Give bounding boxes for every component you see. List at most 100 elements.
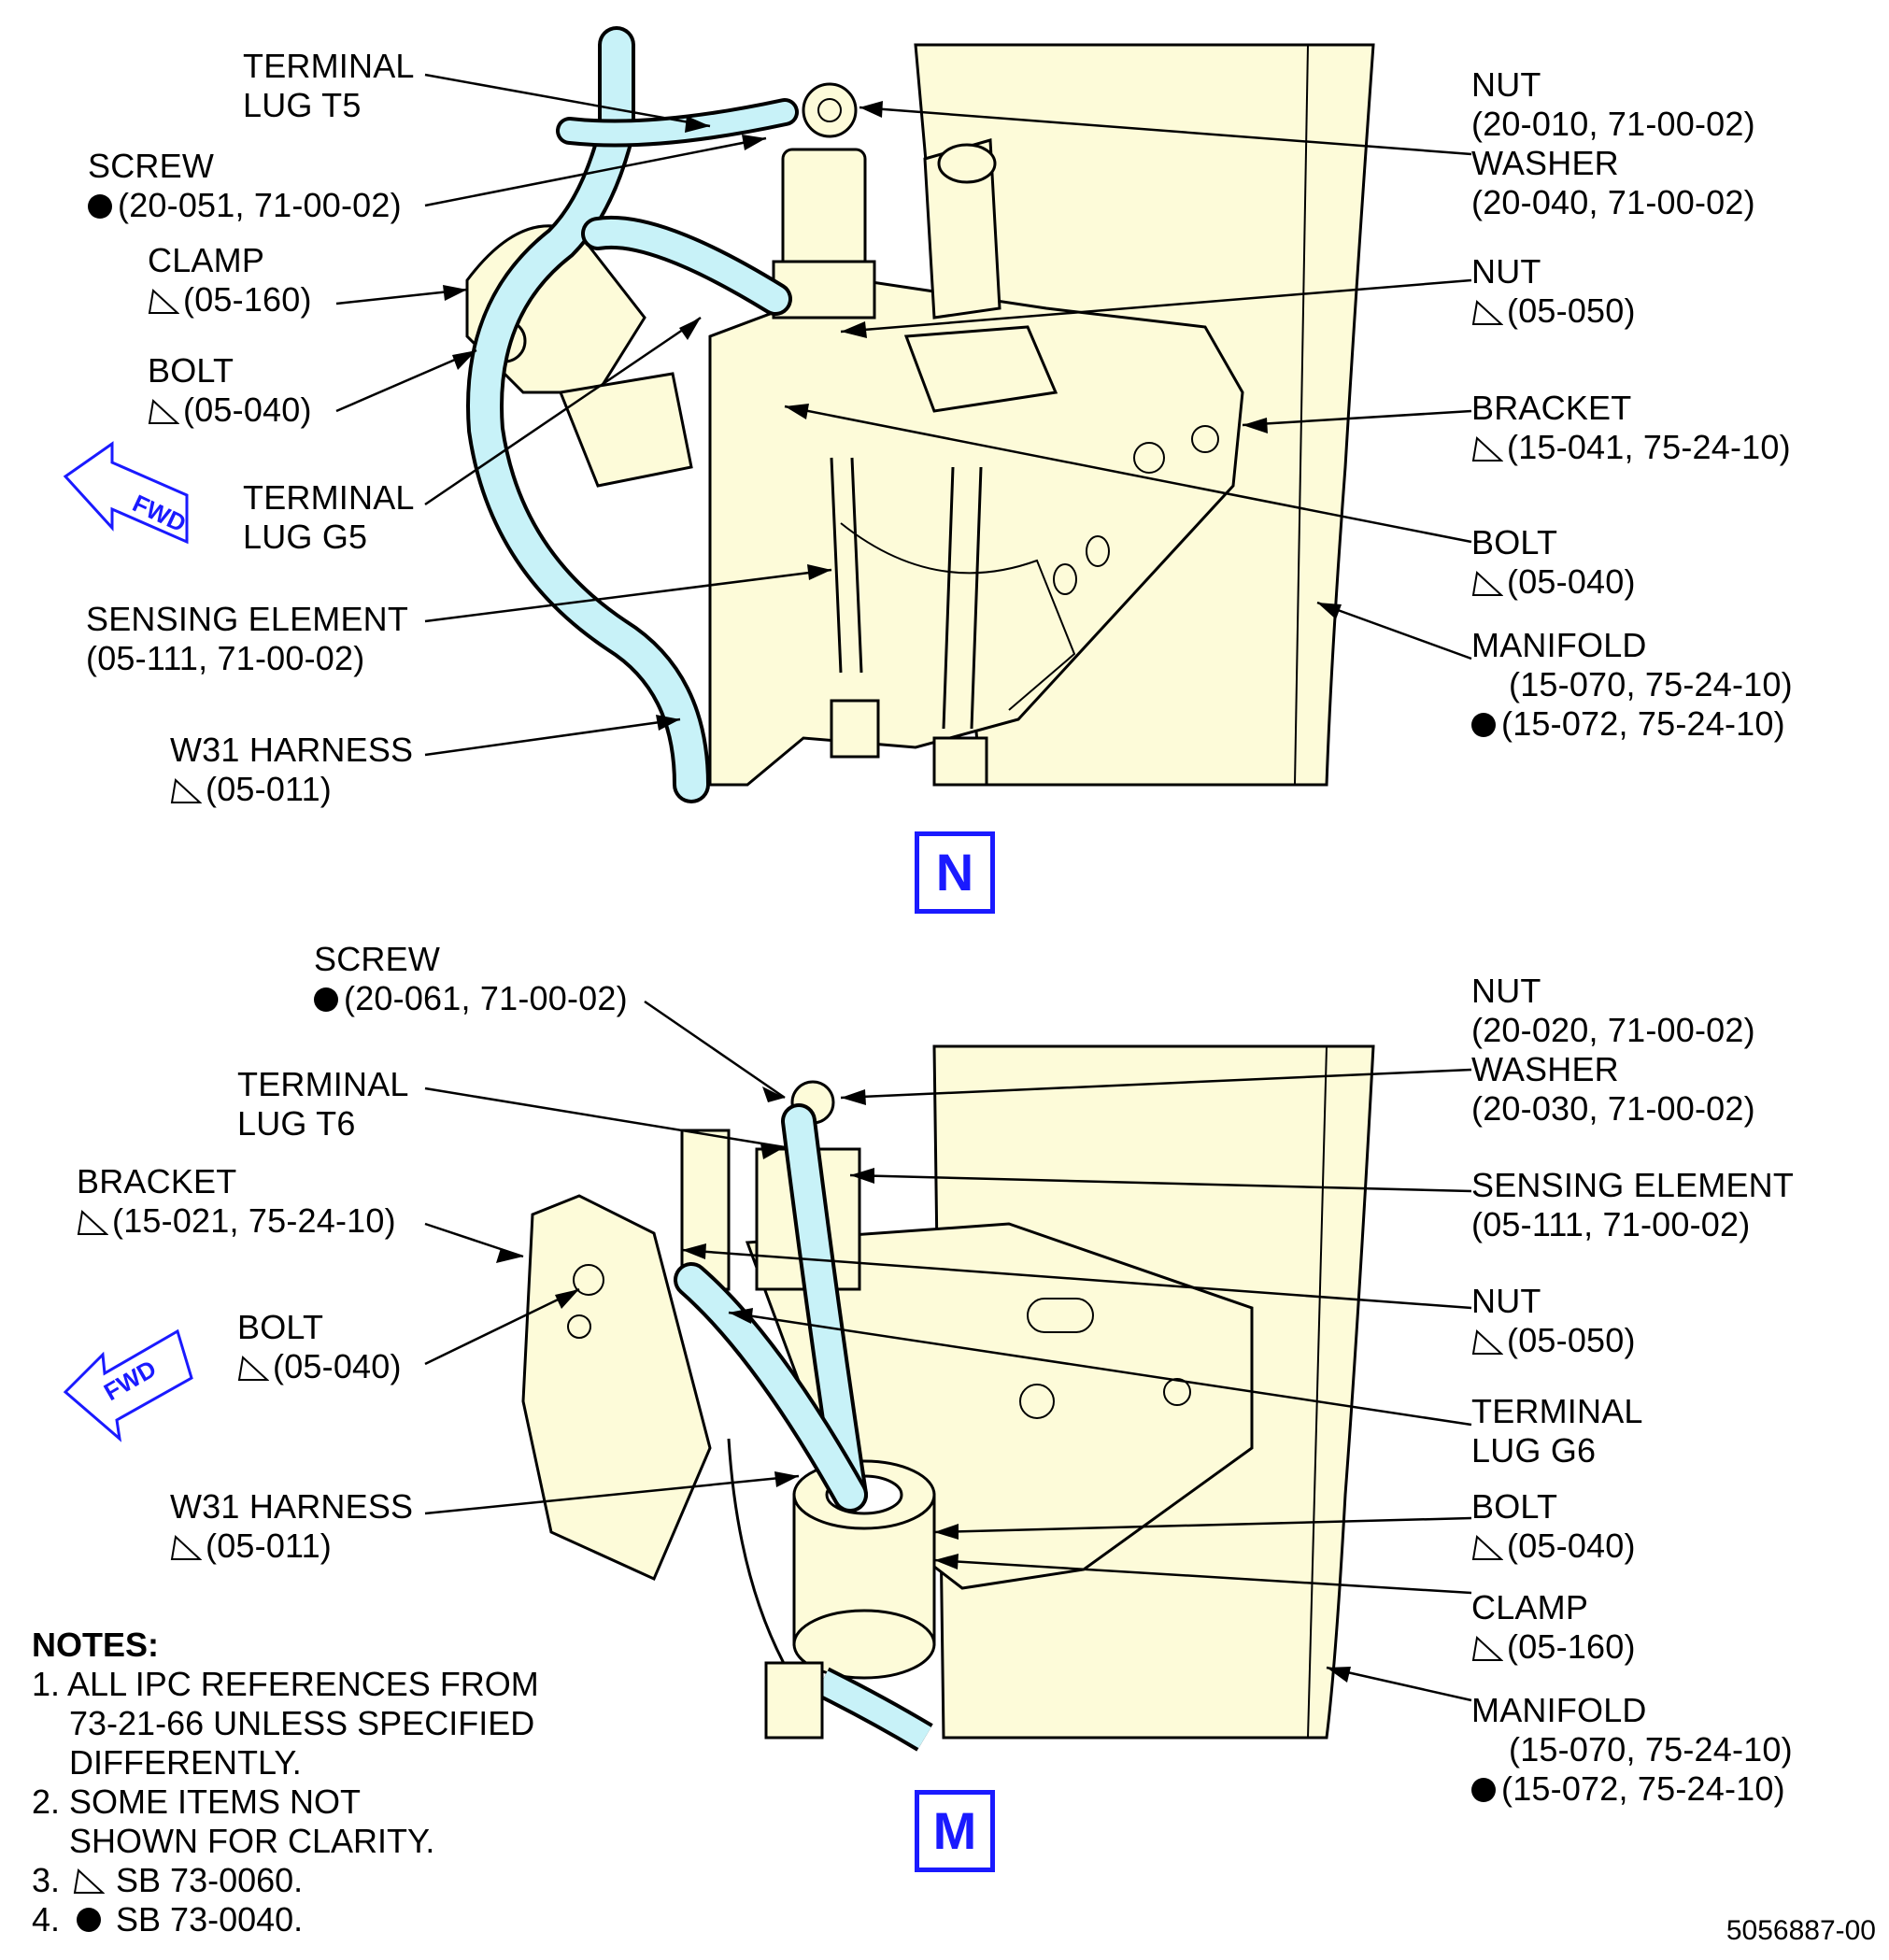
sb-73-0040-dot-icon xyxy=(1471,713,1496,737)
fwd-arrow-n: FWD xyxy=(63,441,191,545)
callout-line: (20-020, 71-00-02) xyxy=(1471,1011,1755,1049)
callout-line: NUT xyxy=(1471,65,1541,104)
callout-line: MANIFOLD xyxy=(1471,626,1647,664)
callout-line: (15-041, 75-24-10) xyxy=(1507,428,1791,466)
callout-line: (05-111, 71-00-02) xyxy=(86,639,365,677)
callout-line: NUT xyxy=(1471,1282,1541,1320)
callout-line: (05-040) xyxy=(1507,1527,1636,1565)
callout-line: BOLT xyxy=(1471,523,1558,561)
callout-line: CLAMP xyxy=(1471,1588,1589,1626)
note-line: 1. ALL IPC REFERENCES FROM xyxy=(32,1665,539,1703)
sb-73-0040-dot-icon xyxy=(314,987,338,1012)
callout-line: BOLT xyxy=(148,351,234,390)
view-label-n: N xyxy=(915,831,995,914)
callout-line: (15-070, 75-24-10) xyxy=(1509,665,1793,703)
note-line: 4. SB 73-0040. xyxy=(32,1900,539,1939)
callout-nut-washer-m: NUT(20-020, 71-00-02)WASHER(20-030, 71-0… xyxy=(1471,972,1755,1129)
sb-73-0060-triangle-icon xyxy=(148,289,179,314)
callout-line: W31 HARNESS xyxy=(170,1487,414,1526)
callout-line: BRACKET xyxy=(1471,389,1632,427)
callout-bolt-right-n: BOLT(05-040) xyxy=(1471,523,1636,602)
sb-73-0060-triangle-icon xyxy=(1471,571,1503,596)
leader-lines-n xyxy=(335,73,1472,757)
callout-line: (05-011) xyxy=(206,1527,333,1565)
sb-73-0060-triangle-icon xyxy=(73,1868,105,1894)
note-line: 2. SOME ITEMS NOT xyxy=(32,1782,362,1821)
notes-block: NOTES: 1. ALL IPC REFERENCES FROM 73-21-… xyxy=(32,1626,539,1939)
callout-line: BOLT xyxy=(1471,1487,1558,1526)
sb-73-0040-dot-icon xyxy=(88,194,112,219)
callout-line: (05-011) xyxy=(206,770,333,808)
callout-line: (20-010, 71-00-02) xyxy=(1471,105,1755,143)
callout-manifold-m: MANIFOLD(15-070, 75-24-10)(15-072, 75-24… xyxy=(1471,1691,1793,1809)
callout-line: (05-050) xyxy=(1507,1321,1636,1359)
callout-line: WASHER xyxy=(1471,144,1619,182)
callout-clamp-m: CLAMP(05-160) xyxy=(1471,1588,1636,1667)
callout-screw-n: SCREW(20-051, 71-00-02) xyxy=(88,147,402,225)
callout-line: SENSING ELEMENT xyxy=(86,600,409,638)
callout-line: (15-072, 75-24-10) xyxy=(1501,1769,1785,1808)
note-line: SHOWN FOR CLARITY. xyxy=(32,1822,435,1860)
sb-73-0060-triangle-icon xyxy=(77,1210,108,1235)
callout-line: (20-051, 71-00-02) xyxy=(118,186,402,224)
callout-line: (15-070, 75-24-10) xyxy=(1509,1730,1793,1768)
callout-nut-m: NUT(05-050) xyxy=(1471,1282,1636,1360)
bracket-shape xyxy=(708,278,1244,787)
callout-line: TERMINAL xyxy=(1471,1392,1643,1430)
note-line: 3. SB 73-0060. xyxy=(32,1861,539,1900)
callout-line: BRACKET xyxy=(77,1162,237,1200)
sb-73-0060-triangle-icon xyxy=(1471,300,1503,325)
view-n-illustration: FWD xyxy=(63,26,1375,803)
callout-w31-harness-n: W31 HARNESS(05-011) xyxy=(170,731,413,809)
callout-line: NUT xyxy=(1471,972,1541,1010)
callout-w31-harness-m: W31 HARNESS(05-011) xyxy=(170,1487,413,1566)
callout-line: (05-160) xyxy=(1507,1627,1636,1666)
callout-clamp-n: CLAMP(05-160) xyxy=(148,241,312,320)
callout-line: W31 HARNESS xyxy=(170,731,414,769)
callout-line: BOLT xyxy=(237,1308,324,1346)
callout-line: (05-160) xyxy=(183,280,312,319)
callout-screw-m: SCREW(20-061, 71-00-02) xyxy=(314,940,628,1018)
callout-line: (20-040, 71-00-02) xyxy=(1471,183,1755,221)
sb-73-0060-triangle-icon xyxy=(1471,1329,1503,1355)
note-line: DIFFERENTLY. xyxy=(32,1743,302,1782)
sb-73-0060-triangle-icon xyxy=(1471,436,1503,462)
callout-line: (05-040) xyxy=(273,1347,402,1385)
sb-73-0040-dot-icon xyxy=(77,1908,101,1932)
document-number: 5056887-00 xyxy=(1726,1915,1876,1946)
sb-73-0040-dot-icon xyxy=(1471,1778,1496,1802)
callout-line: CLAMP xyxy=(148,241,265,279)
fwd-arrow-m: FWD xyxy=(63,1328,193,1442)
note-text: 3. SB 73-0060. xyxy=(32,1861,304,1899)
leader-lines-m xyxy=(424,1000,1472,1702)
callout-line: (05-040) xyxy=(183,391,312,429)
sb-73-0060-triangle-icon xyxy=(170,1535,202,1560)
callout-bolt-left-n: BOLT(05-040) xyxy=(148,351,312,430)
callout-line: LUG T5 xyxy=(243,86,362,124)
view-m-illustration: FWD xyxy=(63,1044,1375,1752)
callout-line: LUG G6 xyxy=(1471,1431,1597,1470)
callout-line: (20-061, 71-00-02) xyxy=(344,979,628,1017)
callout-line: TERMINAL xyxy=(237,1065,409,1103)
callout-sensing-element-m: SENSING ELEMENT(05-111, 71-00-02) xyxy=(1471,1166,1794,1244)
note-line: 73-21-66 UNLESS SPECIFIED xyxy=(32,1704,535,1742)
callout-line: TERMINAL xyxy=(243,478,415,517)
note-text: 4. SB 73-0040. xyxy=(32,1900,304,1939)
sb-73-0060-triangle-icon xyxy=(170,778,202,803)
callout-bracket-m: BRACKET(15-021, 75-24-10) xyxy=(77,1162,396,1241)
callout-line: MANIFOLD xyxy=(1471,1691,1647,1729)
callout-line: (05-111, 71-00-02) xyxy=(1471,1205,1751,1243)
callout-line: (20-030, 71-00-02) xyxy=(1471,1089,1755,1128)
callout-line: TERMINAL xyxy=(243,47,415,85)
leader-arrowheads-m xyxy=(496,1087,1351,1683)
callout-nut-n: NUT(05-050) xyxy=(1471,252,1636,331)
callout-bolt-right-m: BOLT(05-040) xyxy=(1471,1487,1636,1566)
callout-line: SENSING ELEMENT xyxy=(1471,1166,1795,1204)
callout-bracket-n: BRACKET(15-041, 75-24-10) xyxy=(1471,389,1791,467)
callout-manifold-n: MANIFOLD(15-070, 75-24-10)(15-072, 75-24… xyxy=(1471,626,1793,744)
